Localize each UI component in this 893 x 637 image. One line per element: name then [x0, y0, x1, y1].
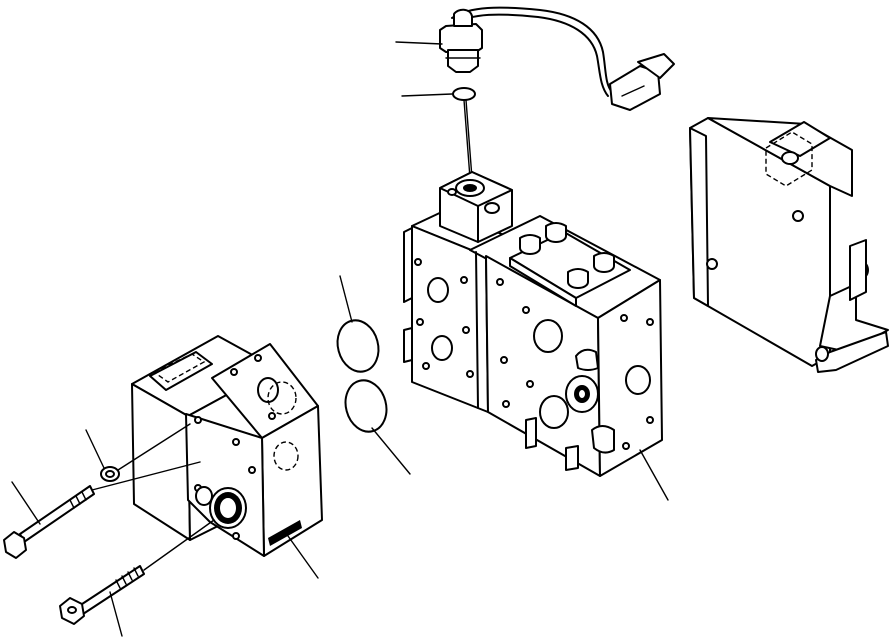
callout-line	[371, 427, 411, 475]
callout-line	[639, 449, 669, 501]
bolt-head	[545, 222, 567, 243]
bolt-head	[593, 252, 615, 273]
bolt-head	[519, 234, 541, 255]
gasket-lower	[344, 379, 388, 433]
bolt-head	[567, 268, 589, 289]
callout-lines	[11, 41, 669, 637]
callout-line	[287, 535, 319, 579]
valve-block	[403, 171, 663, 477]
callout-line	[401, 93, 453, 97]
sensor-o-ring	[452, 87, 476, 179]
washer	[100, 423, 191, 482]
bolt-upper	[3, 461, 201, 559]
gasket-upper	[336, 319, 380, 373]
callout-line	[395, 41, 443, 45]
pressure-sensor	[439, 6, 675, 111]
end-block	[131, 335, 323, 557]
mounting-bracket	[689, 117, 889, 373]
callout-line	[11, 481, 41, 525]
callout-line	[85, 429, 105, 469]
bolt-lower	[59, 519, 215, 625]
callout-line	[109, 591, 123, 637]
callout-line	[339, 275, 353, 323]
